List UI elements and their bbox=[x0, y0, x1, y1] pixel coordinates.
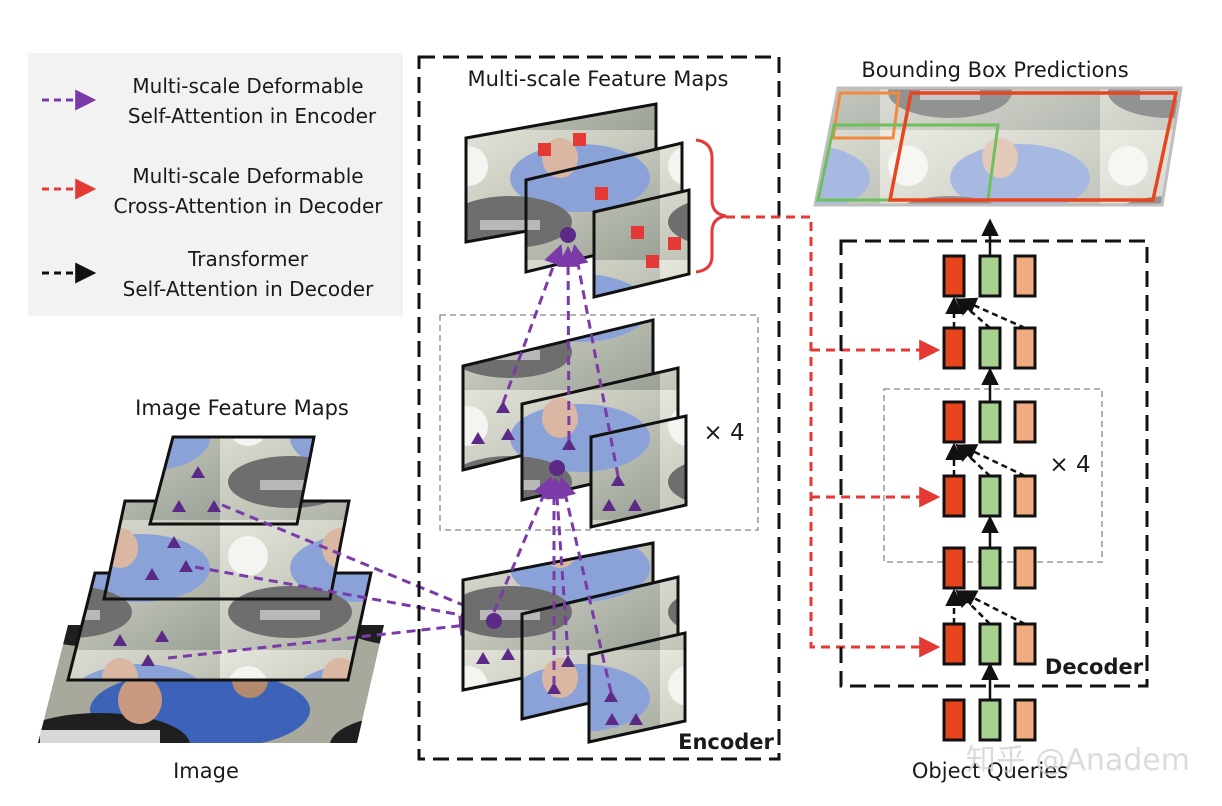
encoder-output-brace bbox=[695, 138, 727, 274]
sampling-squares-output bbox=[538, 133, 681, 268]
legend-item-1-line1: Multi-scale Deformable bbox=[132, 74, 363, 98]
encoder-attention-lines-lower bbox=[492, 475, 613, 693]
decoder-repeat-label: × 4 bbox=[1049, 452, 1090, 478]
object-queries-label: Object Queries bbox=[912, 759, 1068, 783]
decoder-border bbox=[839, 239, 1149, 688]
watermark: 知乎 @Anadem bbox=[966, 743, 1190, 778]
sampling-triangles-bottom bbox=[476, 648, 643, 725]
sampling-triangles-large bbox=[113, 630, 169, 666]
encoder-group: Multi-scale Feature Maps Encoder × 4 bbox=[417, 55, 781, 761]
decoder-label: Decoder bbox=[1045, 655, 1144, 679]
query-row-2 bbox=[942, 622, 1037, 666]
query-point-circle-top bbox=[560, 227, 576, 243]
decoder-group: Decoder × 4 bbox=[839, 218, 1149, 783]
image-to-encoder-attention-lines bbox=[167, 503, 484, 660]
image-feature-maps-group: Image Feature Maps Image bbox=[38, 396, 484, 783]
prediction-box-player-red bbox=[887, 91, 1179, 202]
legend: Multi-scale Deformable Self-Attention in… bbox=[28, 53, 403, 316]
legend-item-3-line2: Self-Attention in Decoder bbox=[123, 277, 374, 301]
encoder-label: Encoder bbox=[678, 730, 774, 754]
legend-item-2-line2: Cross-Attention in Decoder bbox=[113, 194, 383, 218]
legend-item-3-line1: Transformer bbox=[187, 247, 309, 271]
sampling-triangles-medium bbox=[145, 536, 193, 580]
bounding-box-predictions-label: Bounding Box Predictions bbox=[861, 58, 1128, 82]
query-row-3 bbox=[942, 546, 1037, 590]
sampling-triangles-small bbox=[172, 466, 221, 512]
prediction-image bbox=[813, 86, 1183, 207]
encoder-repeat-box bbox=[439, 314, 759, 531]
bounding-box-predictions-group: Bounding Box Predictions bbox=[813, 58, 1183, 207]
query-row-input bbox=[942, 698, 1037, 742]
encoder-border bbox=[417, 55, 781, 761]
query-row-output bbox=[942, 254, 1037, 298]
image-feature-maps-label: Image Feature Maps bbox=[135, 396, 349, 420]
query-row-5 bbox=[942, 400, 1037, 444]
query-point-circle-bottom bbox=[486, 613, 502, 629]
query-row-6 bbox=[942, 326, 1037, 370]
sampling-triangles-mid bbox=[471, 401, 642, 511]
multi-scale-feature-maps-label: Multi-scale Feature Maps bbox=[468, 67, 729, 91]
encoder-repeat-label: × 4 bbox=[703, 420, 744, 446]
image-label: Image bbox=[173, 759, 239, 783]
encoder-output-map-small bbox=[592, 188, 691, 299]
decoder-self-attention-lines bbox=[945, 296, 1026, 626]
encoder-attention-lines-upper bbox=[501, 243, 620, 477]
encoder-mid-map-small bbox=[589, 414, 688, 529]
legend-item-1-line2: Self-Attention in Encoder bbox=[128, 104, 377, 128]
prediction-box-ball bbox=[831, 91, 901, 140]
query-row-4 bbox=[942, 474, 1037, 518]
legend-item-2-line1: Multi-scale Deformable bbox=[132, 164, 363, 188]
cross-attention-lines bbox=[726, 215, 941, 658]
query-point-circle-mid bbox=[549, 460, 565, 476]
image-feature-map-small bbox=[148, 435, 316, 526]
